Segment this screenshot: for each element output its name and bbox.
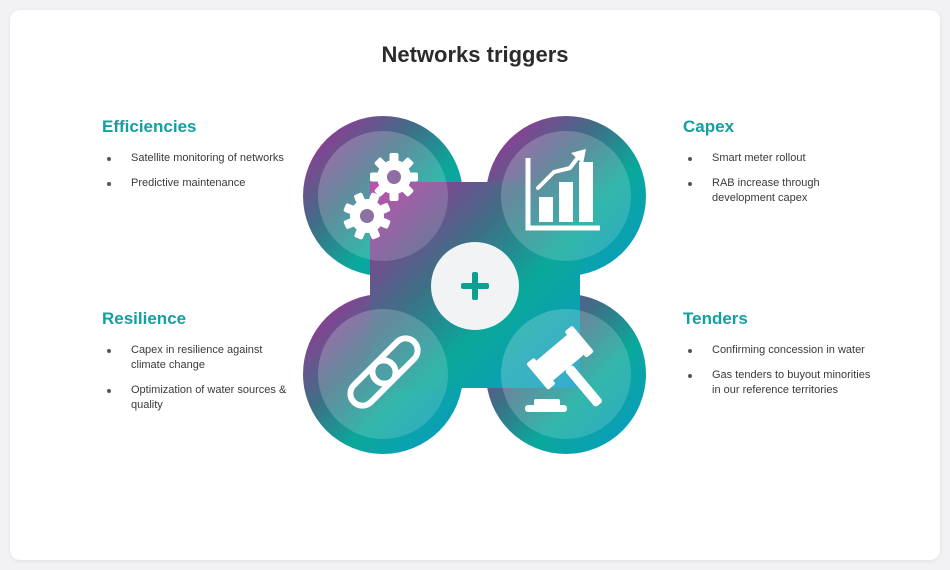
list-item: RAB increase through development capex (683, 176, 873, 206)
list-item-text: RAB increase through development capex (712, 177, 820, 204)
inner-circle-resilience (318, 309, 448, 439)
list-item: Gas tenders to buyout minorities in our … (683, 368, 873, 398)
gavel-icon (525, 326, 602, 412)
bullet-list-capex: Smart meter rollout RAB increase through… (683, 151, 873, 206)
list-item: Optimization of water sources & quality (102, 383, 292, 413)
list-item-text: Confirming concession in water (712, 344, 865, 356)
gears-icon (343, 153, 418, 240)
list-item-text: Satellite monitoring of networks (131, 152, 284, 164)
bullet-list-resilience: Capex in resilience against climate chan… (102, 343, 292, 413)
list-item: Capex in resilience against climate chan… (102, 343, 292, 373)
section-resilience: Resilience Capex in resilience against c… (102, 309, 292, 423)
section-heading-capex: Capex (683, 117, 735, 136)
bullet-icon (688, 157, 692, 161)
bullet-list-tenders: Confirming concession in water Gas tende… (683, 343, 873, 398)
list-item: Confirming concession in water (683, 343, 873, 358)
list-item-text: Gas tenders to buyout minorities in our … (712, 369, 871, 396)
bar-chart-growth-icon (525, 149, 600, 231)
page-title: Networks triggers (381, 42, 569, 67)
section-tenders: Tenders Confirming concession in water G… (683, 309, 873, 408)
section-heading-efficiencies: Efficiencies (102, 117, 197, 136)
list-item: Satellite monitoring of networks (102, 151, 292, 166)
clover-diagram (303, 116, 646, 454)
section-capex: Capex Smart meter rollout RAB increase t… (683, 117, 873, 216)
list-item-text: Capex in resilience against climate chan… (131, 344, 263, 371)
inner-circle-tenders (501, 309, 631, 439)
bullet-icon (107, 157, 111, 161)
list-item-text: Optimization of water sources & quality (131, 384, 287, 411)
chain-link-icon (347, 335, 421, 409)
bullet-icon (688, 374, 692, 378)
section-heading-tenders: Tenders (683, 309, 748, 328)
section-efficiencies: Efficiencies Satellite monitoring of net… (102, 117, 292, 201)
list-item: Smart meter rollout (683, 151, 873, 166)
bullet-icon (107, 349, 111, 353)
list-item-text: Predictive maintenance (131, 177, 246, 189)
section-heading-resilience: Resilience (102, 309, 187, 328)
bullet-list-efficiencies: Satellite monitoring of networks Predict… (102, 151, 292, 191)
bullet-icon (688, 182, 692, 186)
list-item: Predictive maintenance (102, 176, 292, 191)
list-item-text: Smart meter rollout (712, 152, 806, 164)
plus-icon (461, 272, 489, 300)
inner-circle-efficiencies (318, 131, 448, 261)
bullet-icon (688, 349, 692, 353)
bullet-icon (107, 182, 111, 186)
bullet-icon (107, 389, 111, 393)
